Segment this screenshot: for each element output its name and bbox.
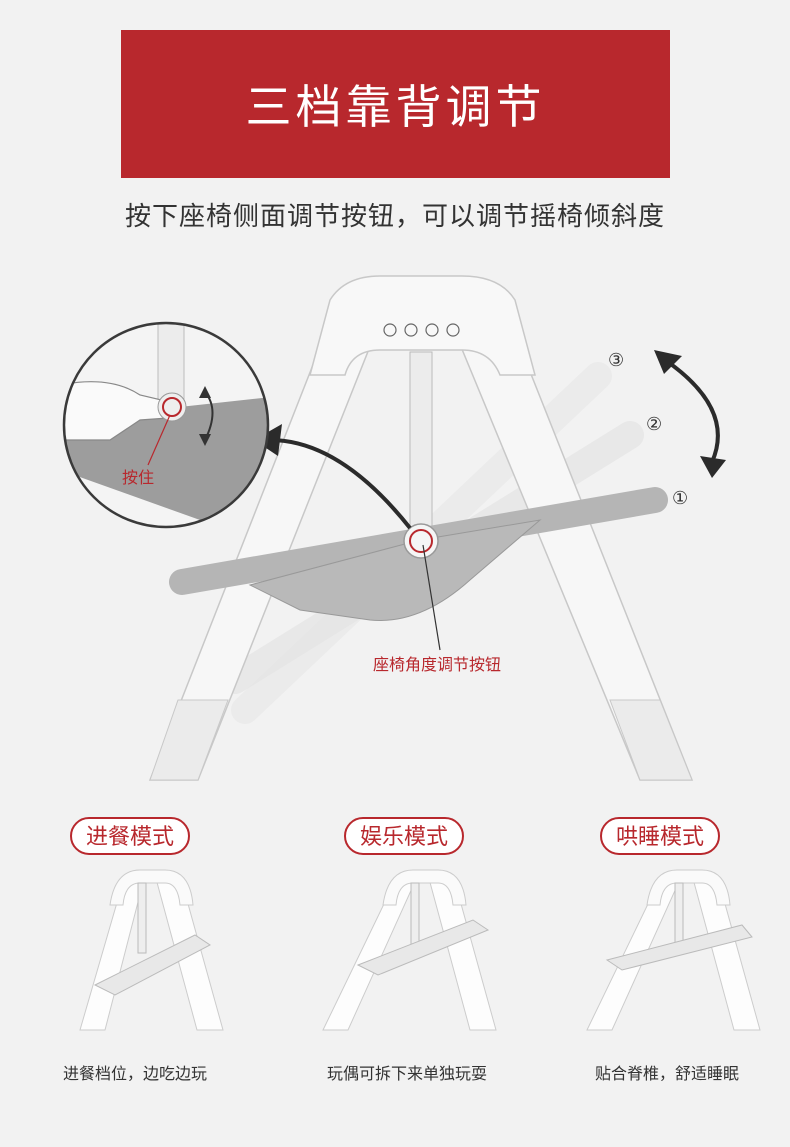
speed-icon xyxy=(404,323,418,337)
mode-caption-play: 玩偶可拆下来单独玩耍 xyxy=(326,1064,487,1083)
pointer-arrow xyxy=(269,438,412,530)
control-panel-icons xyxy=(383,323,460,337)
recline-arrow-head-top xyxy=(654,350,682,374)
alert-icon xyxy=(383,323,397,337)
position-marker-2: ② xyxy=(646,414,662,435)
mode-image-sleep xyxy=(586,869,761,1031)
recline-range-arrow xyxy=(666,360,720,463)
zoom-inset xyxy=(62,321,270,529)
mode-label-sleep: 哄睡模式 xyxy=(600,817,721,855)
title-banner: 三档靠背调节 xyxy=(121,30,670,178)
mode-caption-sleep: 贴合脊椎，舒适睡眠 xyxy=(594,1064,739,1083)
power-icon xyxy=(446,323,460,337)
music-icon xyxy=(425,323,439,337)
page-title: 三档靠背调节 xyxy=(245,80,546,134)
press-leader-line xyxy=(147,414,171,466)
recline-arrow-head-bottom xyxy=(700,456,726,478)
mode-label-play: 娱乐模式 xyxy=(344,817,465,855)
mode-image-play xyxy=(322,869,497,1031)
frame-right-foot xyxy=(609,699,693,781)
recline-diagram: 按住 座椅角度调节按钮 ① ② ③ xyxy=(62,275,726,781)
button-label: 座椅角度调节按钮 xyxy=(373,655,501,674)
press-label: 按住 xyxy=(122,468,154,487)
mode-caption-feeding: 进餐档位，边吃边玩 xyxy=(62,1064,207,1083)
frame-top-arch xyxy=(309,275,536,376)
mode-image-feeding xyxy=(79,869,224,1031)
position-marker-3: ③ xyxy=(608,350,624,371)
position-marker-1: ① xyxy=(672,488,688,509)
adjust-button[interactable] xyxy=(403,523,439,559)
frame-left-foot xyxy=(149,699,229,781)
button-leader-line xyxy=(422,544,441,651)
center-post xyxy=(409,351,433,531)
subtitle: 按下座椅侧面调节按钮，可以调节摇椅倾斜度 xyxy=(124,202,665,232)
mode-label-feeding: 进餐模式 xyxy=(70,817,191,855)
